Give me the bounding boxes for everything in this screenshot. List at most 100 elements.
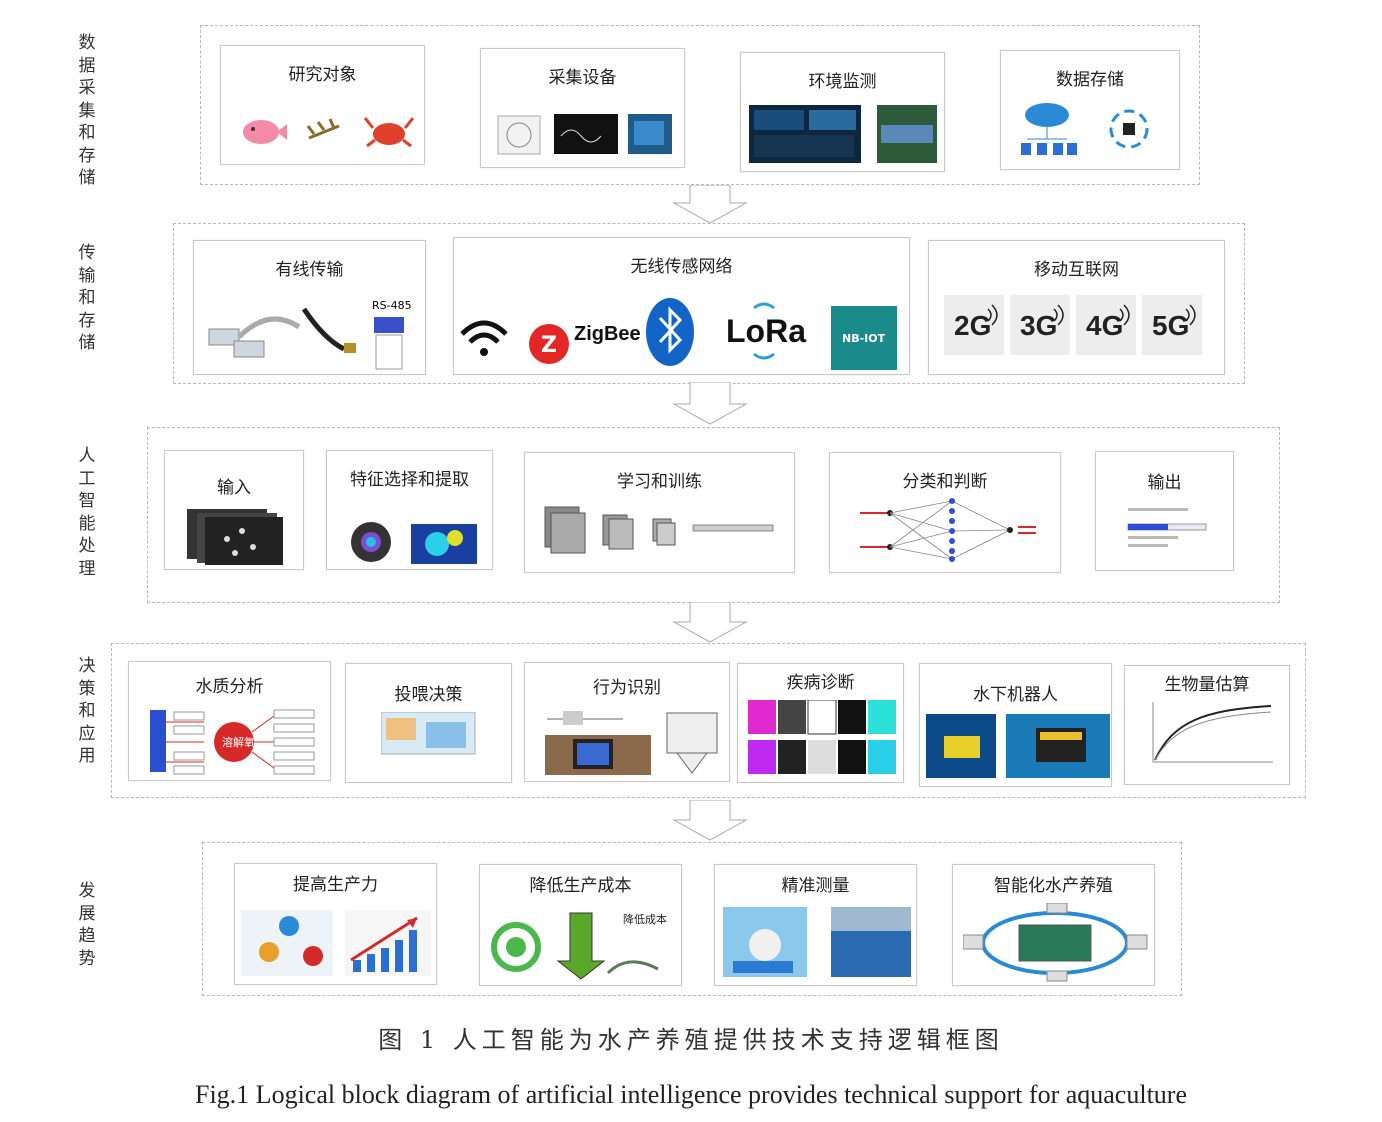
down-arrow-2 <box>672 382 748 425</box>
nbiot-icon: NB-IOT <box>831 306 897 370</box>
box-precise-measurement: 精准测量 <box>714 864 917 986</box>
box-disease-diagnosis: 疾病诊断 <box>737 663 904 783</box>
cables-icon: RS-485 <box>208 299 412 370</box>
svg-text:Z: Z <box>541 333 557 358</box>
box-title: 有线传输 <box>275 260 344 280</box>
box-smart-aquaculture: 智能化水产养殖 <box>952 864 1155 986</box>
box-title: 水质分析 <box>195 677 264 697</box>
box-wireless-network: 无线传感网络 Z ZigBee LoRa NB-IOT <box>453 237 910 375</box>
monitoring-screens <box>749 105 937 163</box>
row2-side-label: 传输和存储 <box>78 243 96 353</box>
box-title: 输出 <box>1147 473 1182 493</box>
generation-tile <box>944 295 1004 355</box>
box-title: 分类和判断 <box>902 472 988 492</box>
lora-text: LoRa <box>726 313 806 349</box>
generation-label: 3G <box>1020 310 1057 341</box>
gear-icon <box>351 522 391 562</box>
box-title: 环境监测 <box>808 72 877 92</box>
cost-label: 降低成本 <box>623 912 667 926</box>
mobile-generations: 2G 3G 4G 5G <box>944 295 1202 355</box>
row5-side-label: 发展趋势 <box>78 881 96 969</box>
box-title: 学习和训练 <box>617 472 702 492</box>
water-quality-diagram: 溶解氧 <box>150 709 315 775</box>
measurement-images <box>723 907 911 977</box>
box-title: 智能化水产养殖 <box>994 876 1113 896</box>
wifi-icon <box>460 320 508 356</box>
biomass-curve <box>1152 702 1273 763</box>
signal-icon <box>1119 304 1130 326</box>
feeding-screen <box>381 712 476 755</box>
center-label: 溶解氧 <box>222 735 255 749</box>
generation-label: 4G <box>1086 310 1123 341</box>
box-title: 移动互联网 <box>1034 260 1119 280</box>
box-title: 数据存储 <box>1056 70 1124 90</box>
feature-images <box>351 522 477 564</box>
rs-label: RS-485 <box>372 299 412 312</box>
generation-label: 5G <box>1152 310 1189 341</box>
productivity-images <box>241 910 431 976</box>
box-productivity: 提高生产力 <box>234 863 437 985</box>
lora-logo: LoRa <box>726 302 806 360</box>
neural-network-icon <box>860 498 1036 562</box>
generation-tile <box>1010 295 1070 355</box>
generation-tile <box>1142 295 1202 355</box>
caption-chinese: 图 1 人工智能为水产养殖提供技术支持逻辑框图 <box>378 1026 1004 1054</box>
row4-side-label: 决策和应用 <box>78 656 96 766</box>
nbiot-text: NB-IOT <box>842 332 886 345</box>
caption-english: Fig.1 Logical block diagram of artificia… <box>195 1080 1187 1109</box>
box-collection-device: 采集设备 <box>480 48 685 168</box>
box-title: 水下机器人 <box>973 685 1058 705</box>
box-title: 疾病诊断 <box>786 673 855 693</box>
box-research-object: 研究对象 <box>220 45 425 165</box>
box-title: 采集设备 <box>548 68 617 88</box>
box-feature-selection: 特征选择和提取 <box>326 450 493 570</box>
cloud-storage-icon <box>1021 103 1149 155</box>
output-bars <box>1127 508 1207 547</box>
box-behavior-recognition: 行为识别 <box>524 662 730 782</box>
behavior-setup <box>545 711 718 775</box>
box-title: 降低生产成本 <box>529 876 632 896</box>
box-environment-monitoring: 环境监测 <box>740 52 945 172</box>
smart-aquaculture-diagram <box>963 903 1148 982</box>
box-feeding-decision: 投喂决策 <box>345 663 512 783</box>
down-arrow-3 <box>672 602 748 643</box>
box-biomass-estimation: 生物量估算 <box>1124 665 1290 785</box>
row1-side-label: 数据采集和存储 <box>78 33 96 188</box>
generation-tile <box>1076 295 1136 355</box>
signal-icon <box>987 304 998 326</box>
box-underwater-robot: 水下机器人 <box>919 663 1112 787</box>
cnn-diagram <box>544 506 774 554</box>
box-title: 精准测量 <box>781 876 850 896</box>
generation-label: 2G <box>954 310 991 341</box>
box-title: 生物量估算 <box>1164 675 1250 695</box>
box-title: 投喂决策 <box>394 685 463 705</box>
box-wired-transmission: 有线传输 RS-485 <box>193 240 426 375</box>
box-learning-training: 学习和训练 <box>524 452 795 573</box>
box-title: 提高生产力 <box>293 875 378 895</box>
down-arrow-4 <box>672 800 748 841</box>
box-title: 输入 <box>217 478 251 498</box>
box-title: 行为识别 <box>593 678 661 698</box>
box-title: 研究对象 <box>288 65 357 85</box>
box-input: 输入 <box>164 450 304 570</box>
signal-icon <box>1053 304 1064 326</box>
box-output: 输出 <box>1095 451 1234 571</box>
input-images <box>187 509 283 565</box>
row3-side-label: 人工智能处理 <box>78 446 96 579</box>
zigbee-text: ZigBee <box>574 323 641 345</box>
device-images <box>497 114 672 155</box>
box-title: 特征选择和提取 <box>350 470 469 490</box>
box-mobile-internet: 移动互联网 2G 3G 4G 5G <box>928 240 1225 375</box>
down-arrow-1 <box>672 185 748 224</box>
signal-icon <box>1185 304 1196 326</box>
disease-images <box>748 700 896 774</box>
box-title: 无线传感网络 <box>630 257 733 277</box>
bluetooth-icon <box>646 298 694 366</box>
box-water-quality: 水质分析 溶解氧 <box>128 661 331 781</box>
box-cost-reduction: 降低生产成本 降低成本 <box>479 864 682 986</box>
zigbee-logo: Z ZigBee <box>529 323 641 364</box>
box-classification: 分类和判断 <box>829 452 1061 573</box>
wireless-logos: Z ZigBee LoRa NB-IOT <box>460 298 897 370</box>
box-data-storage: 数据存储 <box>1000 50 1180 170</box>
animals-icon <box>243 117 414 148</box>
